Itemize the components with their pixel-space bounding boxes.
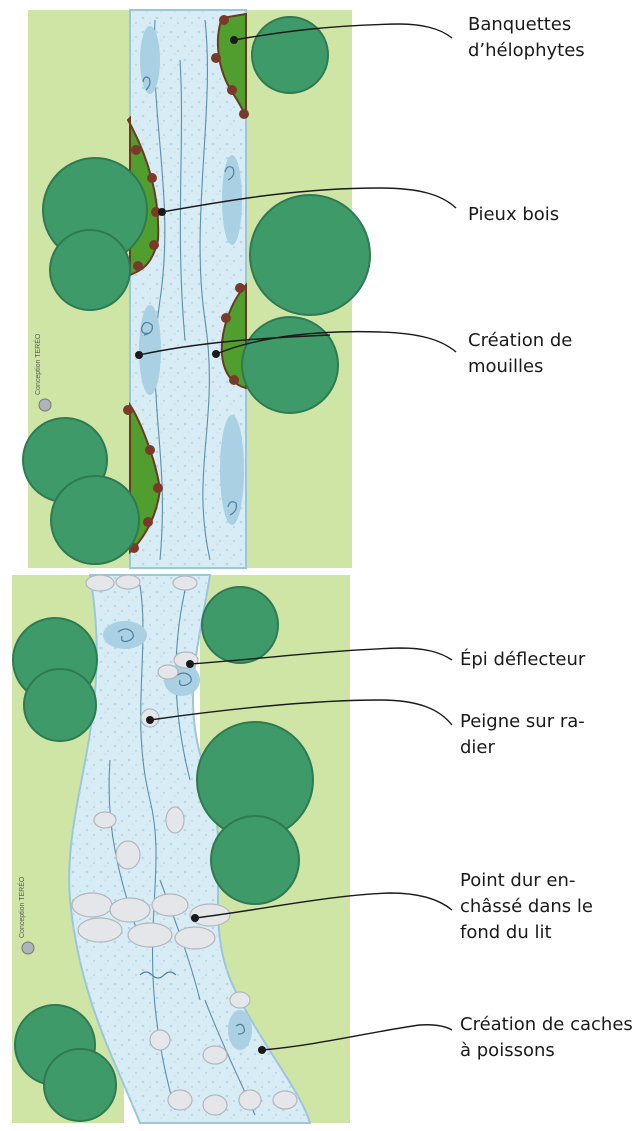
credit-logo-icon — [22, 942, 34, 954]
stone — [128, 923, 172, 947]
stone — [239, 1090, 261, 1110]
label-epi-deflecteur: Épi déflecteur — [460, 647, 585, 673]
stone — [168, 1090, 192, 1110]
stake — [147, 173, 157, 183]
tree-icon — [211, 816, 299, 904]
stake — [153, 483, 163, 493]
stone — [78, 918, 122, 942]
label-point-dur: Point dur en- châssé dans le fond du lit — [460, 868, 593, 946]
stone — [116, 841, 140, 869]
leader-dot — [135, 351, 143, 359]
tree-icon — [202, 587, 278, 663]
label-pieux-bois: Pieux bois — [468, 202, 559, 228]
stone — [152, 894, 188, 916]
stake — [149, 240, 159, 250]
tree-icon — [24, 669, 96, 741]
stone — [203, 1046, 227, 1064]
label-line: Création de caches — [460, 1012, 633, 1038]
tree-icon — [50, 230, 130, 310]
label-line: Banquettes — [468, 12, 585, 38]
credit-logo-icon — [39, 399, 51, 411]
label-line: Épi déflecteur — [460, 647, 585, 673]
tree-icon — [242, 317, 338, 413]
label-creation-mouilles: Création de mouilles — [468, 328, 572, 380]
tree-icon — [250, 195, 370, 315]
label-caches-poissons: Création de caches à poissons — [460, 1012, 633, 1064]
label-line: mouilles — [468, 354, 572, 380]
leader-dot — [158, 208, 166, 216]
stake — [239, 109, 249, 119]
leader-dot — [212, 350, 220, 358]
stake — [143, 517, 153, 527]
stake — [131, 145, 141, 155]
stone — [175, 927, 215, 949]
stake — [123, 405, 133, 415]
stone — [230, 992, 250, 1008]
stake — [235, 283, 245, 293]
leader-dot — [146, 716, 154, 724]
leader-dot — [186, 660, 194, 668]
stake — [133, 261, 143, 271]
stake — [229, 375, 239, 385]
stone — [158, 665, 178, 679]
label-line: Peigne sur ra- — [460, 709, 585, 735]
stone — [110, 898, 150, 922]
stake — [227, 85, 237, 95]
stake — [211, 53, 221, 63]
leader-dot — [230, 36, 238, 44]
label-line: Création de — [468, 328, 572, 354]
label-line: à poissons — [460, 1038, 633, 1064]
label-line: fond du lit — [460, 920, 593, 946]
label-line: dier — [460, 735, 585, 761]
stake — [219, 15, 229, 25]
panel-banks-plan: Conception TERÉO — [23, 10, 370, 568]
stone — [72, 893, 112, 917]
stake — [145, 445, 155, 455]
stone — [150, 1030, 170, 1050]
stone — [203, 1095, 227, 1115]
leader-dot — [258, 1046, 266, 1054]
credit-text: Conception TERÉO — [17, 876, 26, 938]
label-line: châssé dans le — [460, 894, 593, 920]
pool — [103, 621, 147, 649]
pool — [220, 415, 244, 525]
stone — [94, 812, 116, 828]
stone — [166, 807, 184, 833]
stone — [86, 575, 114, 591]
stone — [273, 1091, 297, 1109]
credit-text: Conception TERÉO — [33, 333, 42, 395]
label-line: Pieux bois — [468, 202, 559, 228]
stake — [221, 313, 231, 323]
leader-dot — [191, 914, 199, 922]
label-line: d’hélophytes — [468, 38, 585, 64]
tree-icon — [51, 476, 139, 564]
label-banquettes-helophytes: Banquettes d’hélophytes — [468, 12, 585, 64]
stone — [174, 652, 198, 668]
pool — [228, 1010, 252, 1050]
stone — [116, 575, 140, 589]
tree-icon — [44, 1049, 116, 1121]
label-peigne-radier: Peigne sur ra- dier — [460, 709, 585, 761]
panel-bed-plan: Conception TERÉO — [12, 575, 350, 1123]
stone — [173, 576, 197, 590]
pool — [139, 305, 161, 395]
label-line: Point dur en- — [460, 868, 593, 894]
